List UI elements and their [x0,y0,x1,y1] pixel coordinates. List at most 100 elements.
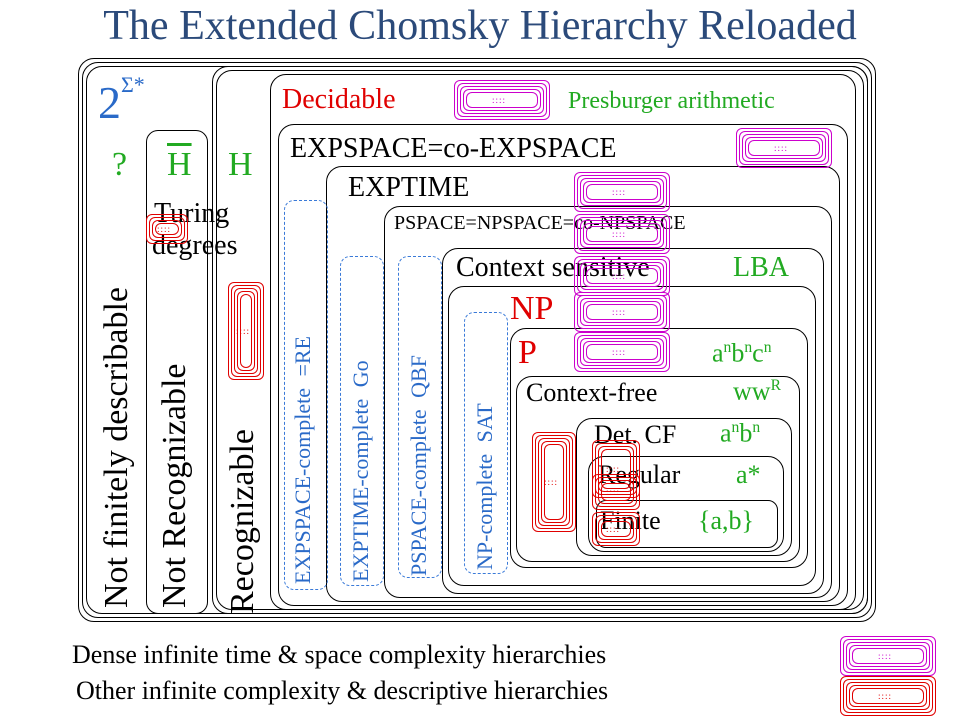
pspace-region [384,206,832,598]
recognizable-region-outer [212,66,868,614]
hierarchy-ring [601,521,631,537]
hierarchy-ring [580,298,664,326]
regular-region [588,456,784,552]
hierarchy-ring [457,83,547,117]
hierarchy-ring [149,217,185,241]
hierarchy-ring [146,214,188,244]
lba-label: LBA [733,252,789,283]
power-set-exponent: Σ* [121,72,145,97]
hierarchy-ring [601,449,631,489]
context-free-region [516,376,800,562]
outer-box-3 [78,58,876,622]
hierarchy-ring [544,444,564,520]
p-label: P [518,334,537,371]
hierarchy-ring [739,131,829,165]
hierarchy-ring [595,515,637,543]
hierarchy-ring [583,181,661,203]
hierarchy-ring [742,134,826,162]
expspace-text: EXPSPACE=co-EXPSPACE [290,133,617,164]
hierarchy-ring [598,446,634,492]
pspace-label: PSPACE=NPSPACE=co-NPSPACE [394,212,686,234]
a-star-label: a* [736,460,761,489]
anbncn-c: c [752,338,764,368]
not-recognizable-region [146,130,208,614]
expspace-label: EXPSPACE=co-EXPSPACE [290,135,616,163]
other-hierarchy-icon: :::: [840,676,936,716]
hierarchy-ring [586,226,658,242]
hierarchy-ring [592,474,640,510]
pspace-complete-box [398,256,442,578]
finite-hierarchy-icon: :::: [592,512,640,546]
det-cf-hierarchy-icon: :::: [592,440,640,498]
hierarchy-dots: :::: [612,229,627,239]
exptime-label: EXPTIME [348,172,470,203]
p-hierarchy-icon: :::: [574,332,670,372]
context-free-hierarchy-icon: :::: [532,432,576,532]
anbncn-n1: n [723,339,732,356]
context-sensitive-region [442,248,824,594]
anbn-label: anbn [720,420,760,447]
pspace-complete-label: PSPACE-complete QBF [406,355,431,576]
hierarchy-ring [580,178,664,206]
hierarchy-ring [601,483,631,501]
context-sensitive-hierarchy-icon: :::: [574,256,670,296]
hierarchy-ring [577,175,667,209]
not-finitely-describable-label: Not finitely describable [98,286,135,608]
hierarchy-ring [843,679,933,713]
power-set-base: 2 [98,77,121,128]
anbncn-a: a [712,338,724,368]
hierarchy-dots: :::: [236,326,251,336]
hierarchy-ring [586,268,658,284]
hierarchy-dots: :::: [878,651,893,661]
undescribable-question-mark: ? [112,146,128,183]
other-hierarchies-label: Other infinite complexity & descriptive … [76,676,609,705]
hierarchy-dots: :::: [606,524,621,534]
h-complement-label: H [167,146,192,183]
anbn-n1: n [731,419,740,436]
hierarchy-ring [736,128,832,168]
wwr-exp: R [770,377,781,394]
anbncn-n3: n [763,339,772,356]
hierarchy-dots: :::: [492,95,507,105]
anbn-a: a [720,418,732,448]
expspace-complete-label: EXPSPACE-complete =RE [290,336,315,584]
hierarchy-ring [852,688,924,704]
hierarchy-dots: :::: [612,307,627,317]
decidable-label: Decidable [282,84,396,115]
hierarchy-ring [577,335,667,369]
context-sensitive-label: Context sensitive [456,252,650,283]
hierarchy-ring [595,443,637,495]
halting-set-label: H [228,146,253,183]
exptime-complete-box [340,256,384,586]
hierarchy-dots: :::: [612,347,627,357]
context-free-label: Context-free [526,378,658,407]
hierarchy-dots: :::: [612,271,627,281]
hierarchy-ring [460,86,544,114]
hierarchy-ring [580,220,664,248]
hierarchy-ring [583,301,661,323]
turing-degrees-hierarchy-icon: :::: [146,214,188,244]
hierarchy-ring [592,512,640,546]
hierarchy-ring [583,265,661,287]
dense-hierarchy-icon: :::: [840,636,936,676]
hierarchy-ring [231,285,261,377]
hierarchy-ring [849,685,927,707]
hierarchy-ring [228,282,264,380]
page-title: The Extended Chomsky Hierarchy Reloaded [103,3,857,49]
hierarchy-dots: :::: [878,691,893,701]
hierarchy-ring [586,304,658,320]
hierarchy-ring [840,636,936,676]
expspace-hierarchy-icon: :::: [736,128,832,168]
anbncn-b: b [731,338,745,368]
hierarchy-ring [574,214,670,254]
hierarchy-ring [846,642,930,670]
hierarchy-ring [466,92,538,108]
dense-hierarchies-label: Dense infinite time & space complexity h… [72,640,607,669]
hierarchy-ring [454,80,550,120]
hierarchy-ring [574,292,670,332]
hierarchy-ring [532,432,576,532]
decidable-region [270,74,856,610]
anbncn-label: anbncn [712,340,771,367]
hierarchy-ring [583,223,661,245]
hierarchy-ring [583,341,661,363]
